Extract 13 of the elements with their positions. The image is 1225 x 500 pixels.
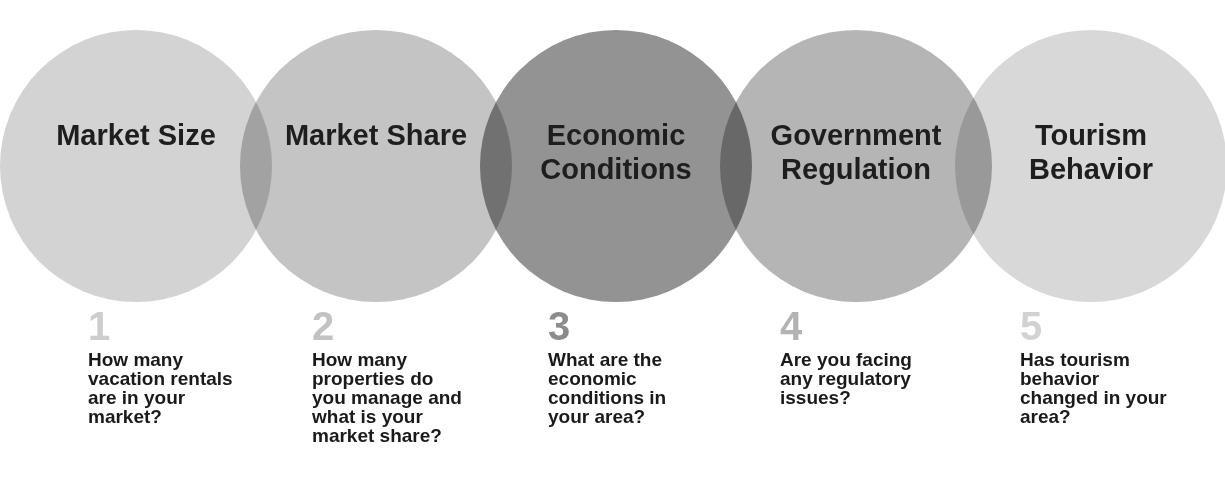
circle-title: Market Share [283, 118, 469, 152]
question-text: Are you facing any regulatory issues? [780, 350, 913, 407]
question-text: How many properties do you manage and what is your market share? [312, 350, 463, 445]
step-number: 3 [548, 306, 571, 346]
question-text: How many vacation rentals are in your market? [88, 350, 234, 426]
step-number: 2 [312, 306, 335, 346]
circle-title: Tourism Behavior [1027, 118, 1155, 186]
question-text: Has tourism behavior changed in your area? [1020, 350, 1168, 426]
circle-title: Government Regulation [769, 118, 943, 186]
question-text: What are the economic conditions in your area? [548, 350, 668, 426]
step-number: 4 [780, 306, 803, 346]
circle-title: Market Size [55, 118, 217, 152]
circle-title: Economic Conditions [539, 118, 693, 186]
